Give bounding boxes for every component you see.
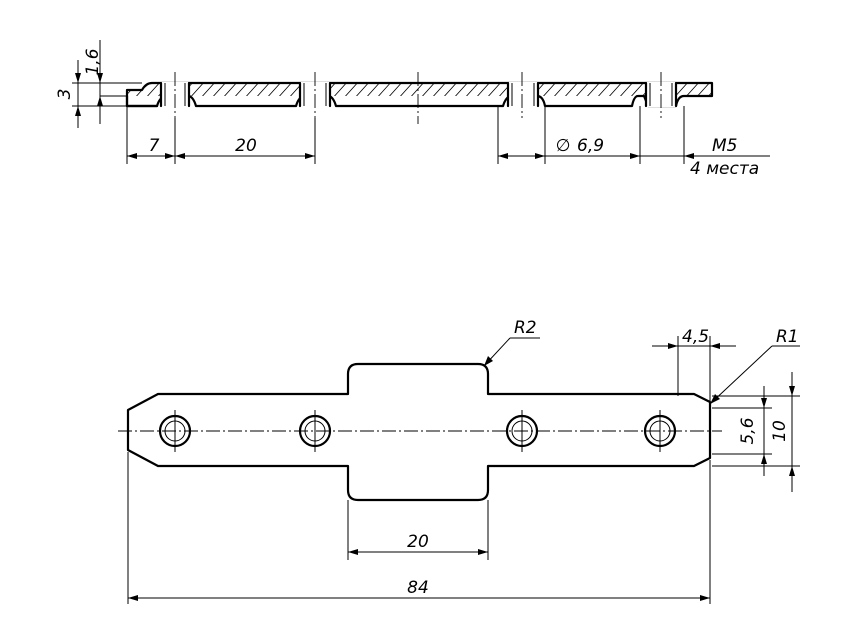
- leader-r2: [483, 337, 540, 367]
- thread-count-label: 4 места: [690, 159, 759, 179]
- hole-3: [505, 410, 539, 452]
- dim-total-length-label: 84: [407, 578, 429, 598]
- dim-body-width-label: 20: [407, 532, 429, 552]
- thread-label: M5: [712, 136, 737, 156]
- dim-total-thickness: 3: [55, 89, 75, 100]
- dim-total-length: [127, 452, 711, 604]
- radius-large-label: R2: [514, 318, 537, 338]
- dim-inner-height: 5,6: [738, 417, 758, 444]
- dim-sheet-thickness: 1,6: [83, 48, 103, 75]
- dim-heights: [712, 372, 800, 492]
- hole-4: [643, 410, 677, 452]
- plan-view: R2 R1 4,5 5,6: [118, 318, 800, 604]
- plan-holes: [158, 410, 677, 452]
- hole-2: [298, 410, 332, 452]
- dim-section-bottom: [126, 106, 770, 164]
- plan-outline: [126, 362, 712, 502]
- dim-body-width: [347, 500, 489, 560]
- leader-r1: [709, 345, 800, 405]
- dim-chamfer-label: 4,5: [682, 327, 709, 347]
- dim-edge-to-hole: 7: [149, 136, 160, 156]
- radius-small-label: R1: [776, 327, 799, 347]
- dim-hole-pitch-section: 20: [235, 136, 257, 156]
- dim-outer-height: 10: [770, 420, 790, 442]
- section-view: 1,6 3 7 20 ∅ 6,9 M5 4: [55, 40, 770, 179]
- dim-chamfer: [652, 336, 736, 402]
- dim-hole-diameter: 6,9: [577, 136, 604, 156]
- hole-1: [158, 410, 192, 452]
- dim-thickness: [72, 40, 142, 128]
- diameter-symbol: ∅: [556, 136, 571, 156]
- section-center-lines: [174, 72, 662, 124]
